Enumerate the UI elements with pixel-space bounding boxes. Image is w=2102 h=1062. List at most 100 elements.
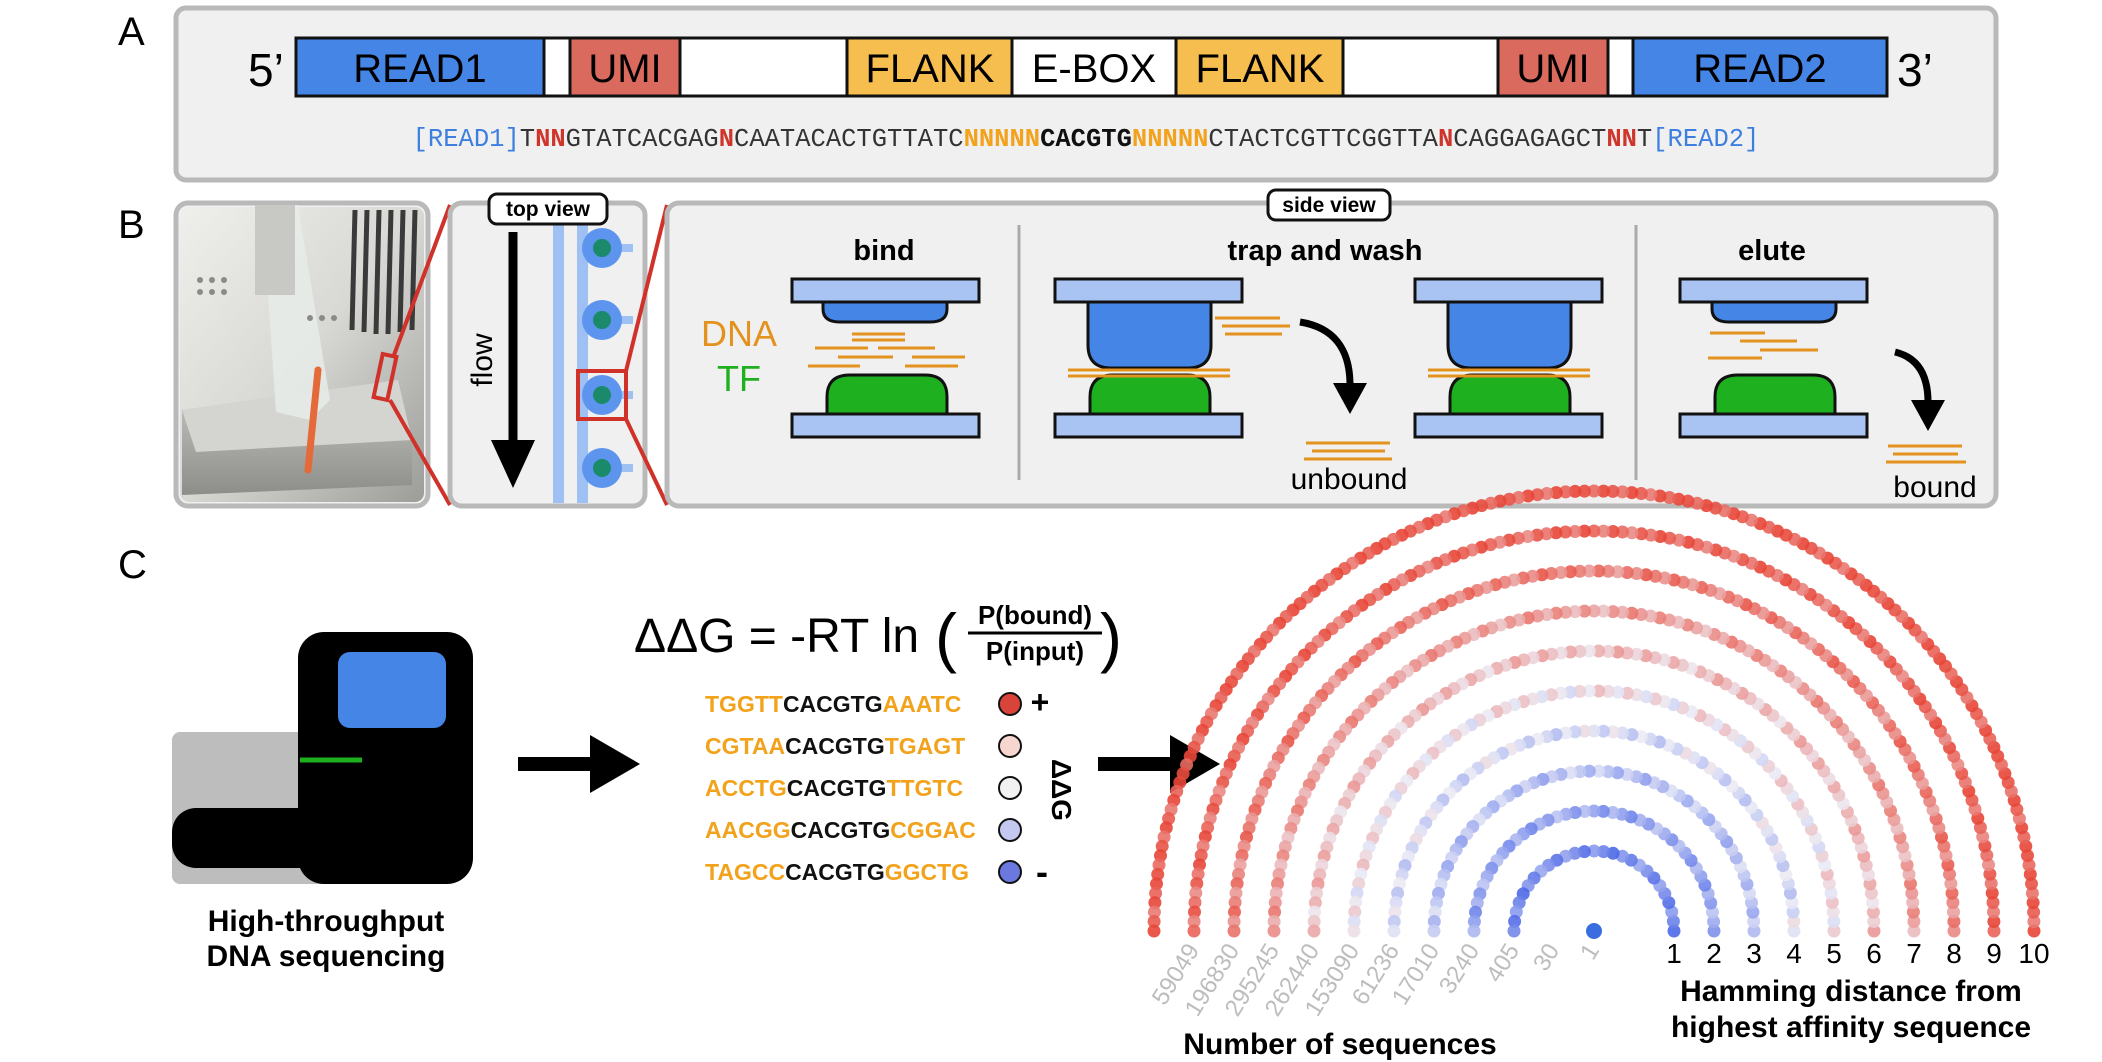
sequence-point	[1148, 896, 1162, 910]
sequence-point	[1587, 804, 1601, 818]
sequence-point	[1611, 565, 1625, 579]
panel-a-letter: A	[118, 10, 145, 54]
sequence-point	[1467, 915, 1481, 929]
sequence-point	[1587, 604, 1601, 618]
zoom-lines-left	[388, 204, 452, 506]
sequence-point	[1568, 525, 1582, 538]
sequence-part: NN	[535, 125, 566, 154]
zoom-lines-right	[624, 204, 669, 506]
sequence-point	[1616, 726, 1629, 740]
sequence-point	[1747, 915, 1761, 928]
ddg-dot	[998, 776, 1022, 800]
dna-label: DNA	[701, 313, 777, 354]
sequence-point	[1563, 645, 1577, 659]
sequence-point	[1827, 915, 1841, 928]
sequence-point	[1667, 924, 1681, 938]
sequence-point	[1597, 604, 1610, 618]
sequence-point	[1592, 764, 1606, 778]
sequence-point	[1229, 886, 1243, 900]
count-tick: 30	[1528, 939, 1565, 976]
sequence-point	[1907, 915, 1921, 928]
sequence-point	[1573, 564, 1587, 578]
elute-arrow	[1894, 348, 1932, 403]
sequence-point	[1587, 844, 1601, 858]
sequence-point	[1987, 924, 2001, 938]
sequence-point	[2027, 924, 2041, 938]
sequence-point	[1786, 905, 1800, 919]
sequence-point	[1987, 915, 2001, 928]
sequence-point	[1787, 915, 1801, 928]
trap-chamber-2	[1413, 277, 1604, 439]
sequence-part: CAATACACTGTTATC	[734, 125, 964, 154]
sequence-point	[1620, 566, 1634, 579]
library-sequence: [READ1]TNNGTATCACGAGNCAATACACTGTTATCNNNN…	[413, 125, 1760, 154]
sequence-point	[1268, 896, 1282, 910]
sequence-point	[1469, 905, 1482, 919]
sequence-point	[1587, 724, 1601, 738]
sequence-point	[1606, 605, 1620, 619]
sequence-point	[1867, 924, 1881, 938]
sequence-point	[1568, 484, 1582, 498]
umi1-block	[568, 36, 682, 98]
count-axis-label: Number of sequences	[1183, 1028, 1496, 1061]
hamming-tick: 7	[1906, 938, 1922, 969]
sequence-point	[1348, 905, 1362, 919]
read1-label: READ1	[353, 47, 486, 91]
sequence-point	[2027, 915, 2041, 928]
hamming-tick: 9	[1986, 938, 2002, 969]
sequence-point	[1308, 896, 1322, 910]
bind-title: bind	[853, 235, 914, 267]
sequence-point	[1389, 896, 1403, 909]
elute-dna-strands	[1708, 331, 1966, 464]
sequence-point	[2026, 896, 2040, 910]
eq-numerator: P(bound)	[978, 600, 1092, 630]
sequence-point	[1467, 924, 1481, 938]
flank1-label: FLANK	[866, 47, 995, 91]
sequence-part: NNNNN	[1132, 125, 1209, 154]
sequence-point	[1611, 685, 1625, 699]
sequence-part: NNNNN	[964, 125, 1041, 154]
sequence-point	[1507, 924, 1521, 938]
sequence-point	[1559, 605, 1573, 619]
example-sequences: TGGTTCACGTGAAATCCGTAACACGTGTGAGTACCTGCAC…	[705, 691, 1022, 885]
sequence-point	[1707, 924, 1721, 938]
sequence-point	[1606, 484, 1620, 498]
sequence-point	[1596, 804, 1610, 818]
hamming-axis-label-line1: Hamming distance from	[1680, 975, 2022, 1008]
example-sequence: TGGTTCACGTGAAATC	[705, 691, 961, 717]
sequence-point	[1268, 905, 1282, 919]
bound-label: bound	[1893, 471, 1976, 504]
example-sequence: CGTAACACGTGTGAGT	[705, 733, 965, 759]
top-view-panel: top view flow	[447, 192, 648, 509]
sequence-point	[1388, 905, 1402, 919]
sequence-point	[1592, 684, 1606, 698]
sequence-point	[1187, 924, 1201, 938]
sequence-point	[1508, 914, 1522, 928]
sequence-point	[1573, 644, 1587, 658]
sequence-point	[1601, 644, 1615, 658]
sequence-point	[1578, 724, 1591, 738]
construct-bar	[294, 36, 1889, 98]
sequence-point	[1582, 564, 1596, 578]
sequence-point	[1620, 686, 1634, 700]
sequence-point	[1947, 924, 1961, 938]
hamming-tick: 6	[1866, 938, 1882, 969]
sequence-point	[1568, 725, 1582, 739]
hamming-rings	[1147, 484, 2041, 939]
side-view-label: side view	[1282, 194, 1376, 217]
sequence-point	[1228, 896, 1242, 909]
sequence-point	[1597, 524, 1610, 538]
sequence-point	[1747, 924, 1761, 938]
hamming-tick: 1	[1666, 938, 1682, 969]
device-photo	[173, 200, 431, 509]
sequencer-caption-line2: DNA sequencing	[207, 940, 446, 973]
ddg-dot	[998, 734, 1022, 758]
elute-chamber	[1678, 277, 1869, 439]
left-paren: (	[935, 600, 957, 674]
panel-b-letter: B	[118, 203, 145, 247]
sequence-point	[1587, 524, 1601, 538]
trap-wash-title: trap and wash	[1228, 235, 1423, 267]
umi2-label: UMI	[1516, 47, 1589, 91]
hamming-tick: 3	[1746, 938, 1762, 969]
sequence-point	[1620, 646, 1634, 660]
